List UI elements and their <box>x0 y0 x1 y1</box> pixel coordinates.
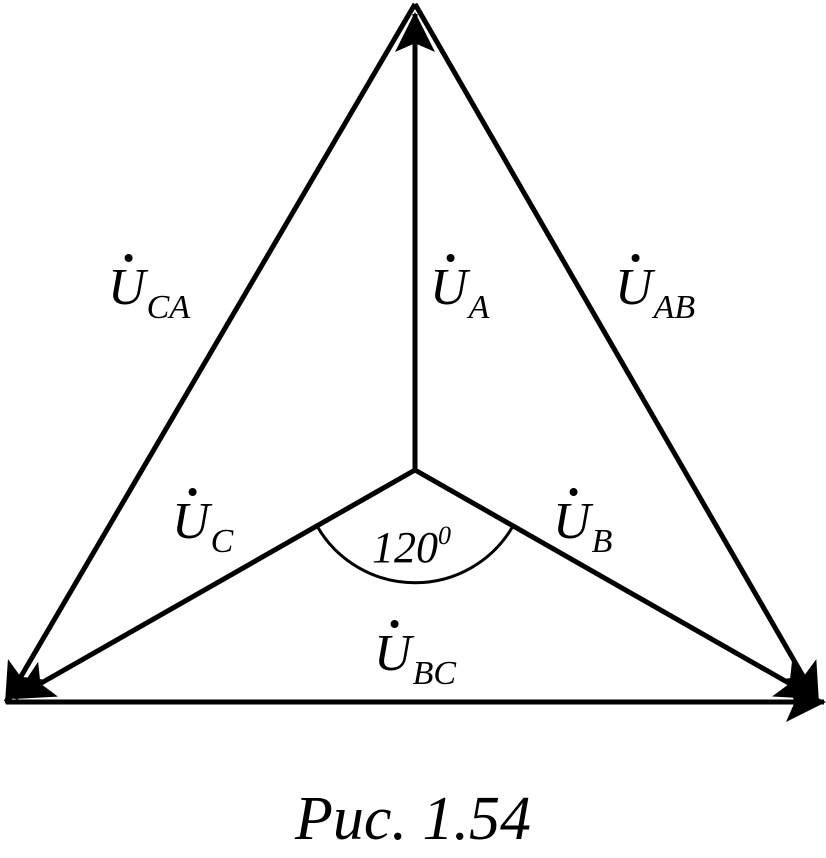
label-angle: 1200 <box>372 523 451 572</box>
angle-value: 120 <box>372 523 438 572</box>
label-u-bc-main: U <box>374 625 412 682</box>
label-u-ab: UAB <box>615 259 695 325</box>
label-u-bc-sub: BC <box>412 655 457 692</box>
label-u-b-sub: B <box>591 523 613 560</box>
label-u-b-main: U <box>553 493 591 550</box>
vector-u-b <box>413 467 817 701</box>
label-u-c-main: U <box>172 493 210 550</box>
vector-u-ab <box>412 2 821 704</box>
label-u-a-main: U <box>430 259 468 316</box>
label-u-b: UB <box>553 493 612 559</box>
label-u-ca: UCA <box>108 259 190 325</box>
label-u-a-sub: A <box>468 289 490 326</box>
label-u-a: UA <box>430 259 489 325</box>
label-u-ca-sub: CA <box>146 289 191 326</box>
label-u-c: UC <box>172 493 233 559</box>
angle-degree: 0 <box>438 521 451 550</box>
label-u-c-sub: C <box>210 523 234 560</box>
label-u-ca-main: U <box>108 259 146 316</box>
label-u-ab-sub: AB <box>653 289 696 326</box>
label-u-bc: UBC <box>374 625 456 691</box>
vector-u-ca <box>3 2 418 704</box>
figure-caption: Рис. 1.54 <box>295 785 531 853</box>
label-u-ab-main: U <box>615 259 653 316</box>
vector-u-c <box>13 467 417 701</box>
angle-arc <box>315 525 515 585</box>
